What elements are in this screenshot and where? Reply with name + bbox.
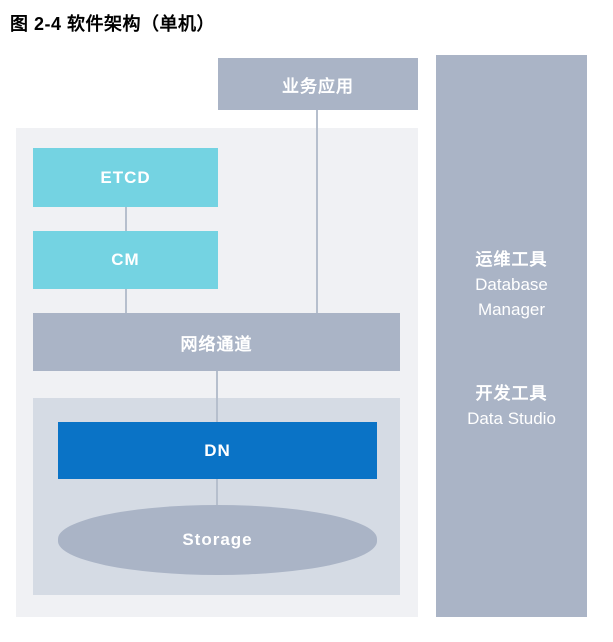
tools-sidebar: 运维工具 Database Manager 开发工具 Data Studio: [436, 55, 587, 617]
dev-tool-title: 开发工具: [475, 384, 548, 403]
figure-title: 图 2-4 软件架构（单机）: [10, 14, 216, 34]
cm-box: CM: [33, 231, 218, 289]
connector-cm-network: [125, 289, 127, 313]
business-app-box: 业务应用: [218, 58, 418, 110]
om-tool-title: 运维工具: [475, 250, 548, 269]
dev-tool-group: 开发工具 Data Studio: [436, 381, 587, 431]
dev-tool-name: Data Studio: [467, 409, 556, 428]
connector-network-dn: [216, 371, 218, 422]
connector-dn-storage: [216, 479, 218, 505]
om-tool-group: 运维工具 Database Manager: [436, 247, 587, 322]
om-tool-name: Database Manager: [475, 275, 548, 319]
storage-shape: Storage: [58, 505, 377, 575]
network-channel-box: 网络通道: [33, 313, 400, 371]
dn-box: DN: [58, 422, 377, 479]
connector-businessapp-network: [316, 110, 318, 313]
etcd-box: ETCD: [33, 148, 218, 207]
connector-etcd-cm: [125, 207, 127, 231]
